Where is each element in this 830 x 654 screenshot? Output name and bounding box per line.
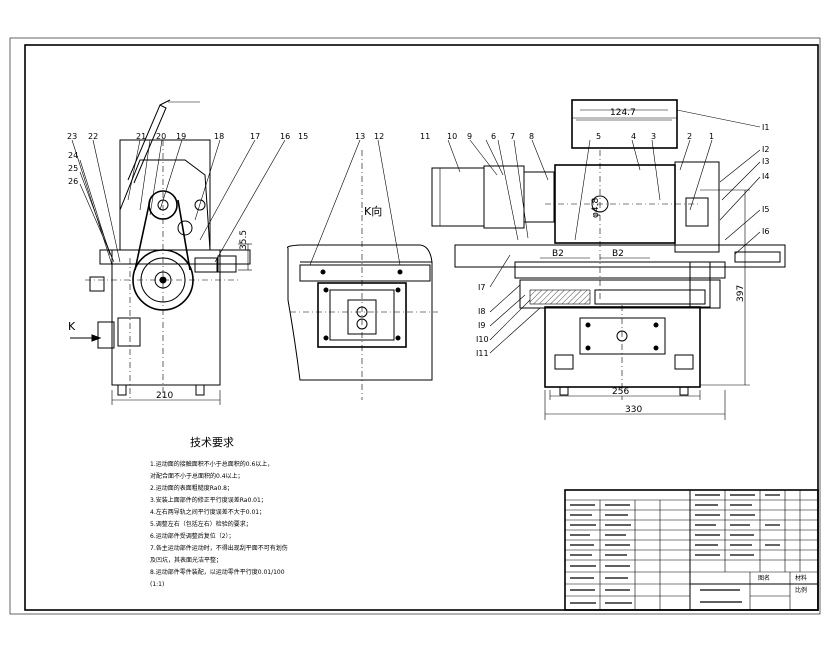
part-label-4: 4 [631, 132, 636, 141]
part-label-20: 20 [156, 132, 166, 141]
part-label-6: 6 [491, 132, 496, 141]
part-label-i2: I2 [762, 145, 769, 154]
part-label-13: 13 [355, 132, 365, 141]
tech-req-title: 技术要求 [190, 436, 234, 449]
technical-requirements: 技术要求 1.运动面的接触面积不小于总面积的0.6以上， 对配合面不小于总面积的… [150, 436, 288, 588]
tech-req-line-4: 3.安装上面部件的修正平行度误差Ra0.01； [150, 496, 267, 504]
part-label-i8: I8 [478, 307, 485, 316]
part-label-23: 23 [67, 132, 77, 141]
dim-397: 397 [736, 285, 746, 302]
part-label-i9: I9 [478, 321, 485, 330]
dim-b2-left: B2 [552, 249, 564, 259]
middle-section-view [287, 139, 438, 400]
title-block-cell-3: 比例 [795, 586, 807, 594]
tech-req-line-8: 7.各主运动部件运动时，不得出现刮平面不可有划伤 [150, 544, 288, 552]
part-label-18: 18 [214, 132, 224, 141]
middle-view-labels: 13 12 K向 [355, 132, 384, 218]
part-label-21: 21 [136, 132, 146, 141]
tech-req-line-9: 及凹坑，其表面光洁平整； [150, 556, 222, 564]
part-label-7: 7 [510, 132, 515, 141]
dim-b2-right: B2 [612, 249, 624, 259]
right-front-view [431, 99, 786, 420]
part-label-19: 19 [176, 132, 186, 141]
tech-req-line-6: 5.调整左右（包括左右）检验的要求； [150, 520, 252, 528]
part-label-22: 22 [88, 132, 98, 141]
dim-124-7: 124.7 [610, 108, 636, 118]
tech-req-line-7: 6.运动部件受调整后复位（2）； [150, 532, 235, 540]
part-label-i11: I11 [476, 349, 489, 358]
inner-frame [24, 44, 819, 611]
part-label-9: 9 [467, 132, 472, 141]
part-label-i3: I3 [762, 157, 769, 166]
right-view-labels: 11 10 9 6 7 8 5 4 3 2 1 I1 I2 I3 I4 I5 I… [420, 108, 769, 415]
part-label-i10: I10 [476, 335, 489, 344]
part-label-17: 17 [250, 132, 260, 141]
tech-req-line-3: 2.运动面的表面粗糙度Ra0.8； [150, 484, 233, 492]
part-label-26: 26 [68, 177, 78, 186]
part-label-24: 24 [68, 151, 78, 160]
part-label-8: 8 [529, 132, 534, 141]
part-label-i4: I4 [762, 172, 769, 181]
dim-330: 330 [625, 405, 642, 415]
tech-req-line-10: 8.运动部件零件装配，以运动零件平行度0.01/100 [150, 568, 285, 576]
part-label-15: 15 [298, 132, 308, 141]
part-label-12: 12 [374, 132, 384, 141]
part-label-i5: I5 [762, 205, 769, 214]
title-block-filler [570, 494, 780, 604]
title-block-cell-1: 图名 [758, 574, 770, 582]
dim-35-5: 35.5 [239, 230, 249, 250]
part-label-1: 1 [709, 132, 714, 141]
tech-req-line-5: 4.左右两导轨之间平行度误差不大于0.01； [150, 508, 265, 516]
dim-256: 256 [612, 387, 629, 397]
part-label-i1: I1 [762, 123, 769, 132]
part-label-16: 16 [280, 132, 290, 141]
title-block: 图名 材料 比例 [564, 489, 819, 611]
part-label-10: 10 [447, 132, 457, 141]
part-label-2: 2 [687, 132, 692, 141]
part-label-25: 25 [68, 164, 78, 173]
tech-req-line-11: (1:1) [150, 581, 164, 588]
title-block-cell-2: 材料 [795, 574, 807, 582]
dim-diameter: φ4.8 [591, 197, 601, 218]
view-direction-k: K [68, 320, 76, 333]
part-label-5: 5 [596, 132, 601, 141]
section-label-k: K向 [364, 204, 382, 218]
dim-210: 210 [156, 391, 173, 401]
tech-req-line-1: 1.运动面的接触面积不小于总面积的0.6以上， [150, 460, 273, 468]
part-label-i6: I6 [762, 227, 769, 236]
left-view-labels: 23 22 21 20 19 18 17 16 15 24 25 26 K 21… [67, 132, 308, 401]
part-label-3: 3 [651, 132, 656, 141]
part-label-i7: I7 [478, 283, 485, 292]
tech-req-line-2: 对配合面不小于总面积的0.4以上； [150, 472, 244, 480]
outer-frame [9, 37, 821, 615]
left-side-view [70, 99, 286, 405]
part-label-11: 11 [420, 132, 430, 141]
